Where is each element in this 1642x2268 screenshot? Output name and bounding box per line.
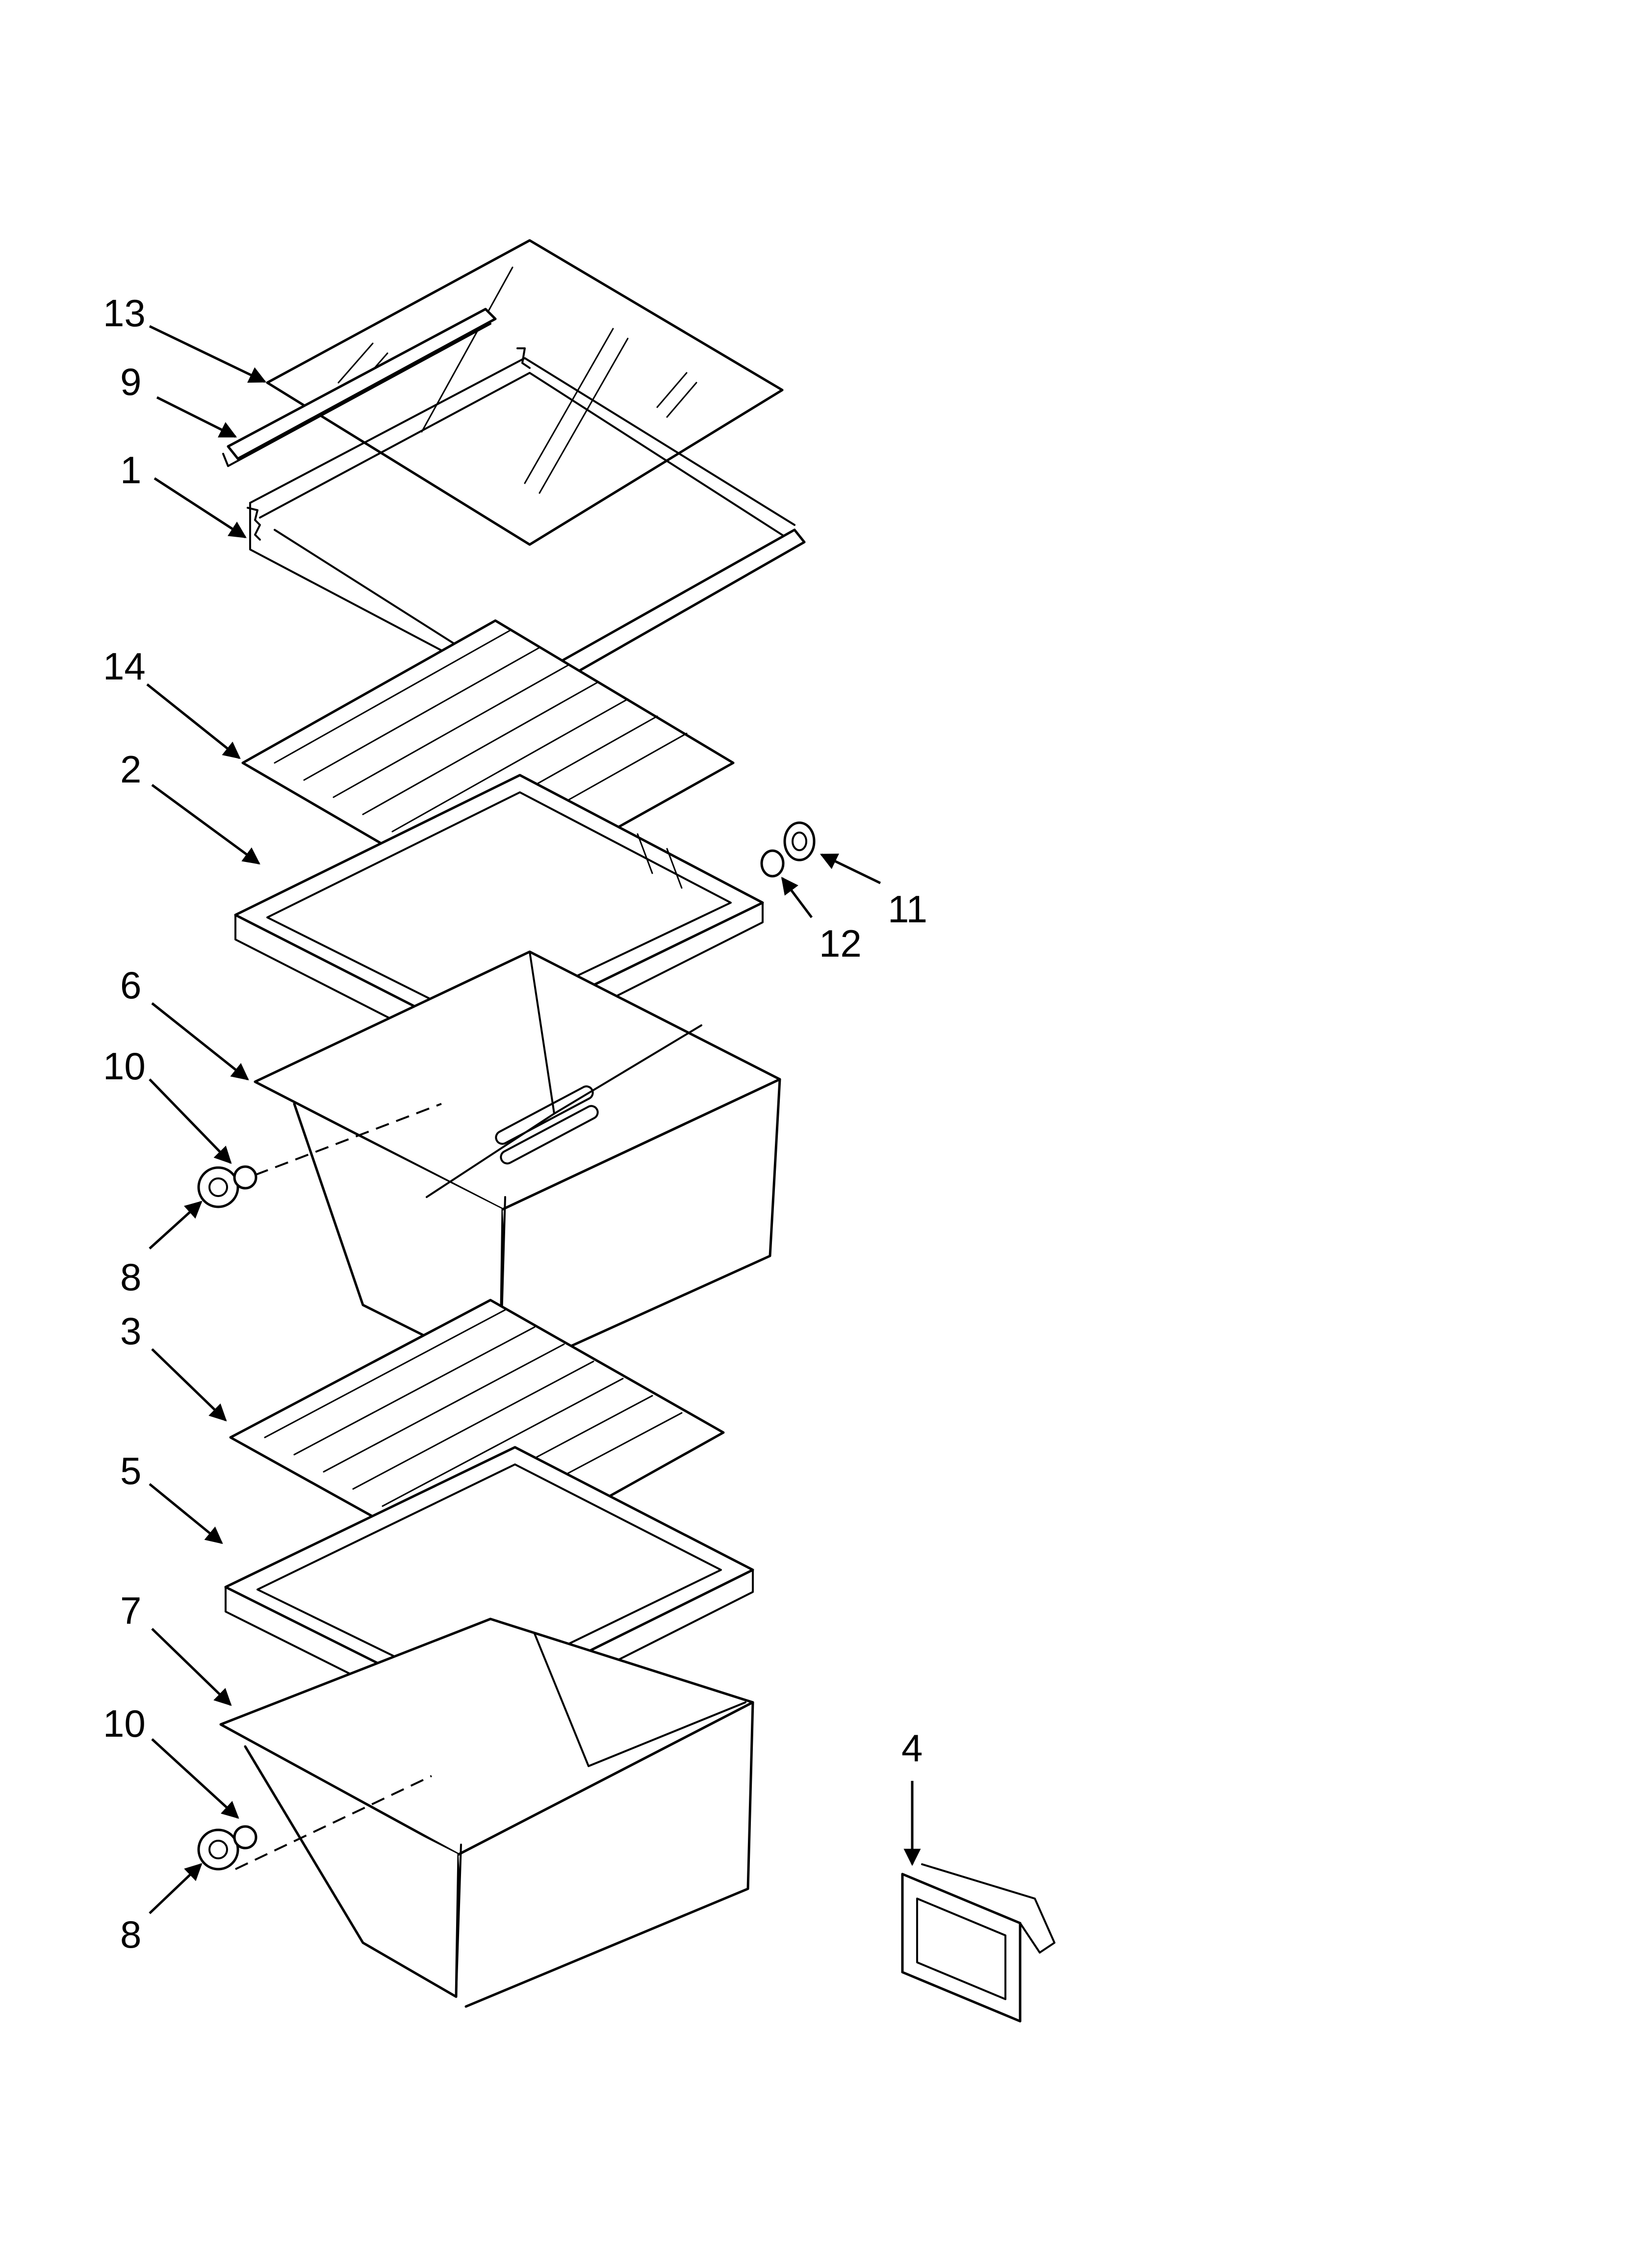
screw-part: [783, 821, 816, 861]
callout-11: 11: [888, 887, 927, 931]
callout-8-lower: 8: [120, 1913, 141, 1956]
callout-leaders: [146, 325, 921, 1914]
callout-12: 12: [819, 922, 862, 965]
callout-9: 9: [120, 360, 141, 403]
lower-roller-part: [197, 1825, 257, 1871]
bushing-part: [760, 849, 785, 878]
callout-6: 6: [120, 964, 141, 1007]
callout-2: 2: [120, 748, 141, 791]
callout-labels: 13 9 1 14 2 11 12 6 10 8 3 5 7 10 8 4: [103, 291, 927, 1956]
lower-crisper-drawer-part: [219, 1617, 754, 2008]
callout-7: 7: [120, 1589, 141, 1632]
callout-13: 13: [103, 291, 146, 335]
label-insert-part: [901, 1863, 1055, 2023]
upper-crisper-drawer-part: [254, 950, 781, 1375]
shelf-frame-part: [247, 347, 806, 701]
callout-4: 4: [901, 1726, 923, 1770]
upper-roller-part: [197, 1103, 442, 1208]
callout-1: 1: [120, 448, 141, 492]
upper-crisper-frame-part: [234, 774, 764, 1066]
callout-3: 3: [120, 1309, 141, 1353]
callout-8-upper: 8: [120, 1255, 141, 1299]
callout-5: 5: [120, 1449, 141, 1492]
callout-10-lower: 10: [103, 1702, 146, 1745]
callout-14: 14: [103, 645, 146, 688]
shelf-trim-part: [222, 308, 497, 467]
callout-10-upper: 10: [103, 1044, 146, 1088]
